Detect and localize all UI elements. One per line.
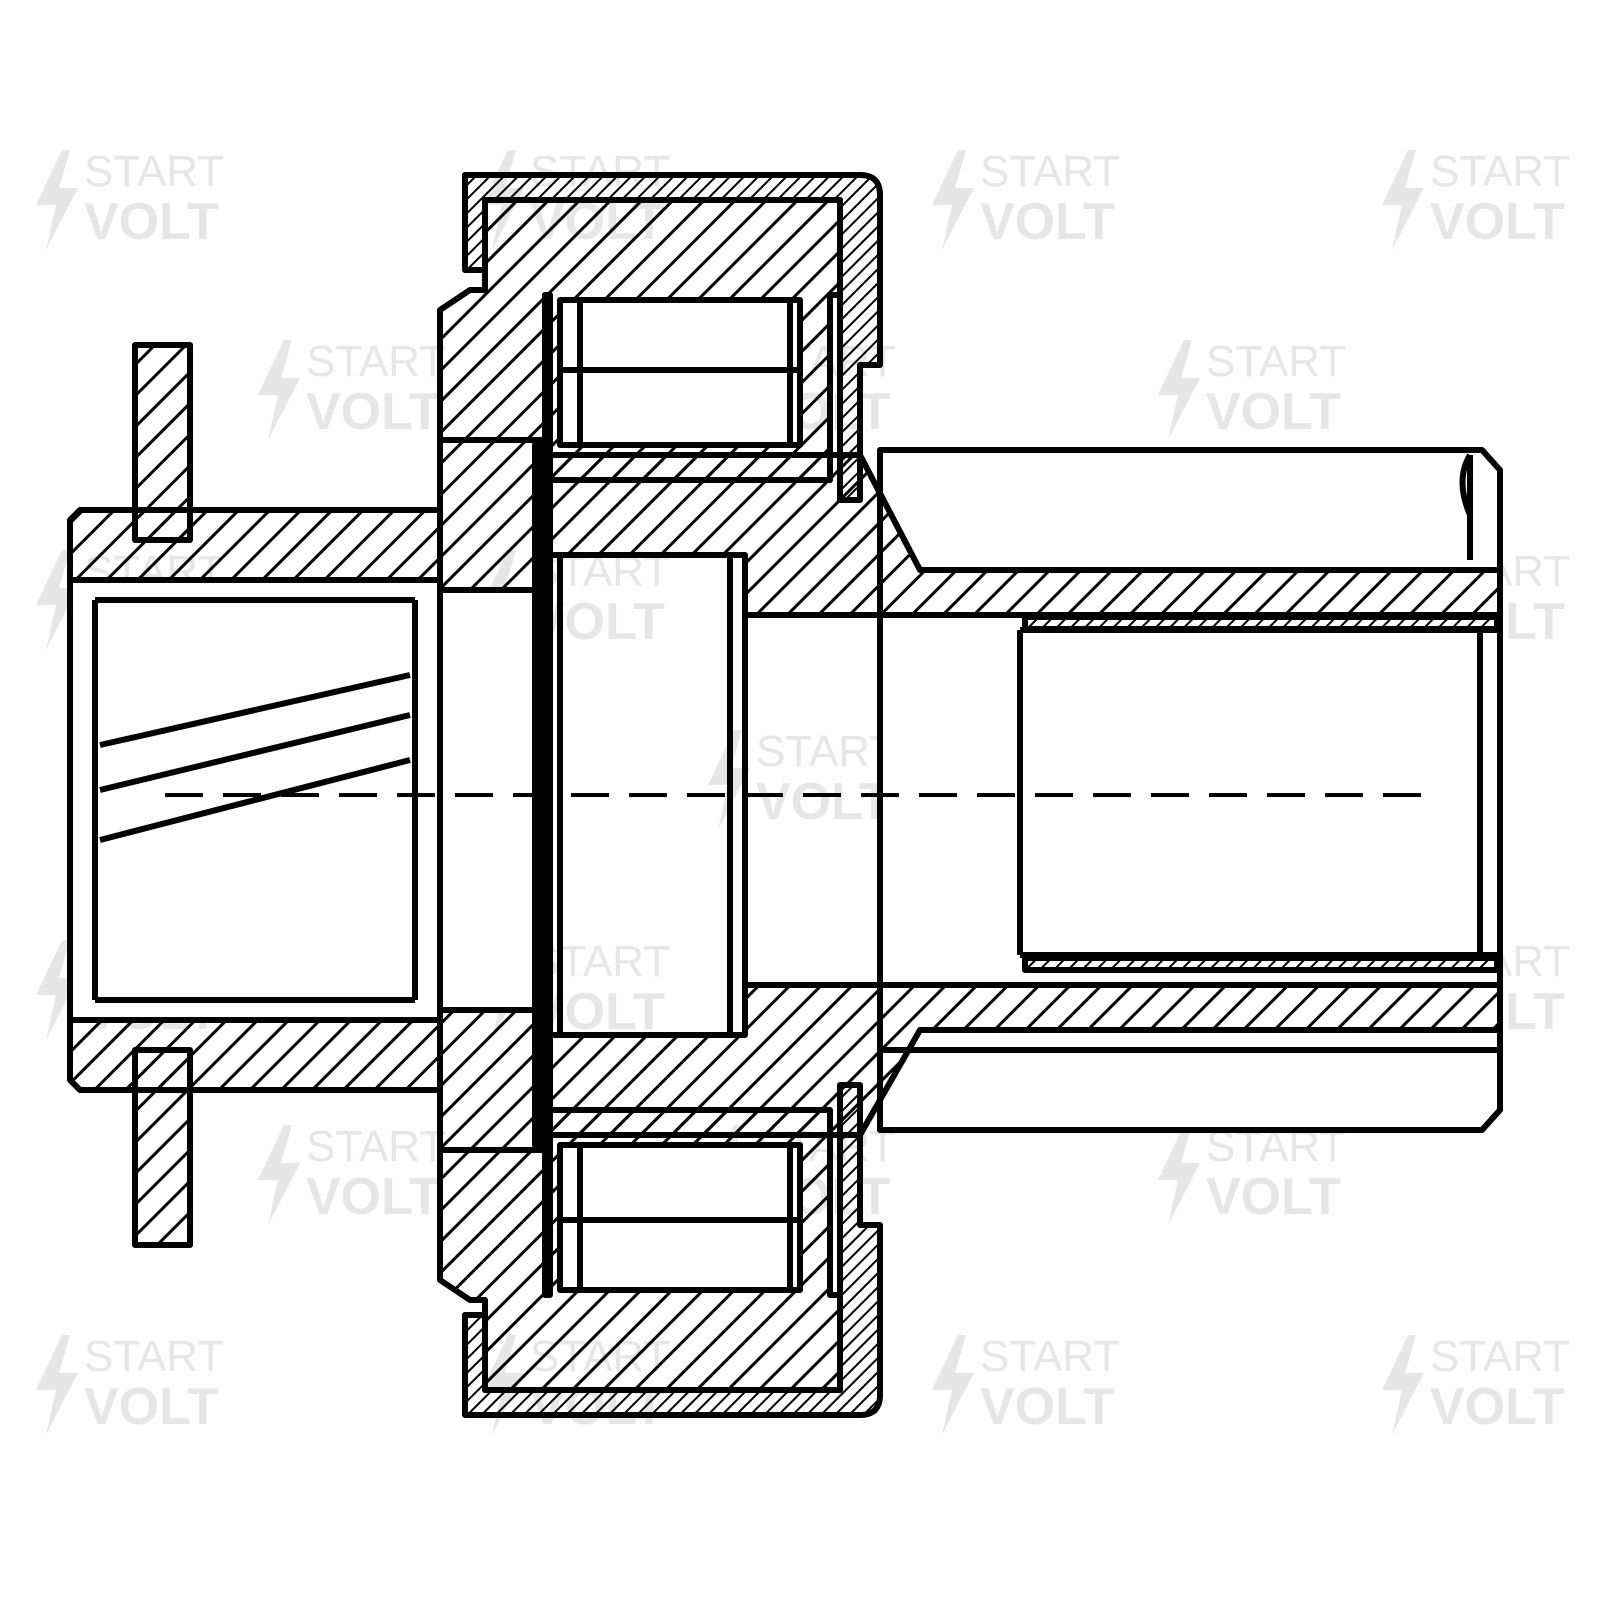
- roller-bottom: [557, 1142, 803, 1293]
- thrust-collar: [132, 342, 193, 1248]
- inner-bore: [557, 555, 1497, 1035]
- shaft-wall-bottom: [547, 955, 1503, 1138]
- splined-hub: [67, 507, 443, 1093]
- roller-top: [557, 297, 803, 448]
- center-plate: [437, 442, 553, 1148]
